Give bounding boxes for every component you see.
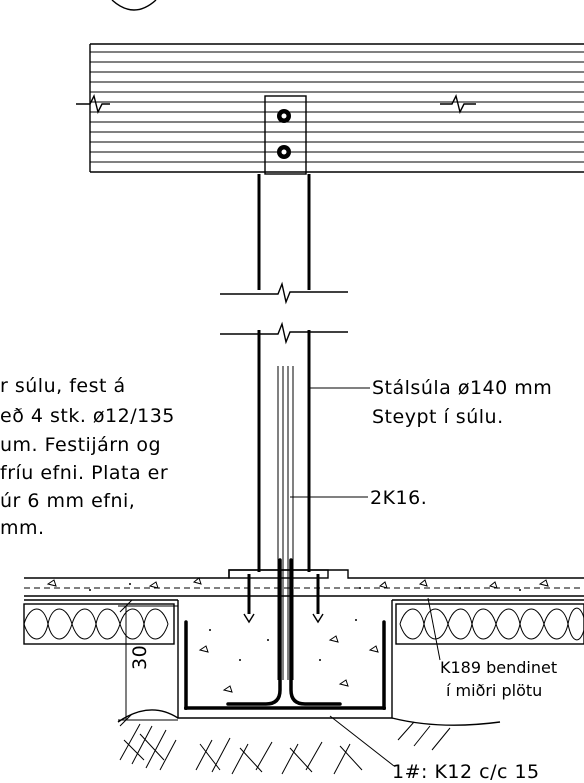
mesh-callout-line-2: í miðri plötu — [446, 681, 542, 700]
column-rebars — [226, 366, 342, 706]
insulation-left — [23, 603, 175, 645]
ground-hatch — [117, 709, 501, 775]
stirrup-callout-leader — [329, 715, 395, 767]
left-note-line-3: um. Festijárn og — [0, 434, 161, 456]
column-callout-line-1: Stálsúla ø140 mm — [372, 377, 552, 399]
dimension-30 — [118, 599, 178, 727]
column-callout-line-2: Steypt í súlu. — [372, 406, 504, 428]
floor-slab — [24, 569, 584, 601]
left-note-line-5: úr 6 mm efni, — [0, 490, 135, 512]
steel-column — [220, 174, 348, 572]
left-note-line-2: eð 4 stk. ø12/135 — [0, 405, 175, 427]
timber-beam — [76, 43, 584, 173]
dimension-30-text: 30 — [129, 645, 151, 670]
left-note-line-4: fríu efni. Plata er — [0, 462, 168, 484]
rebar-callout-text: 2K16. — [370, 487, 427, 509]
insulation-right — [395, 603, 584, 645]
foundation — [177, 600, 393, 719]
mesh-callout-leader — [427, 597, 441, 661]
base-plate — [228, 569, 329, 624]
stirrup-callout-text: 1#: K12 c/c 15 — [392, 761, 540, 783]
mesh-callout-line-1: K189 bendinet — [440, 658, 557, 677]
left-note-line-1: r súlu, fest á — [0, 375, 126, 397]
section-marker-circle — [111, 0, 157, 11]
connection-plate — [264, 95, 307, 175]
left-note-line-6: mm. — [0, 517, 45, 539]
